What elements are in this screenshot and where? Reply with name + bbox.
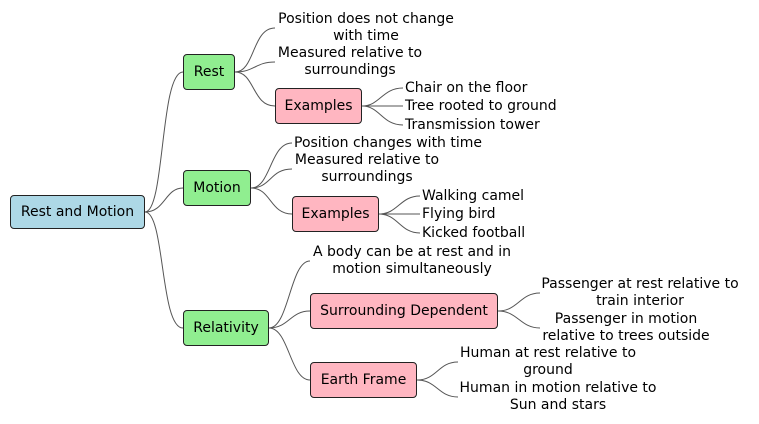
motion-examples-node: Examples (292, 196, 379, 232)
rest-example-item: Chair on the floor (405, 80, 528, 96)
earth-frame-item: Human at rest relative to ground (459, 345, 637, 378)
earth-frame-item: Human in motion relative to Sun and star… (459, 380, 657, 413)
rest-node: Rest (183, 54, 235, 90)
rest-leaf-relative: Measured relative to surroundings (277, 45, 423, 78)
motion-leaf-definition: Position changes with time (294, 135, 483, 151)
root-node: Rest and Motion (10, 195, 145, 229)
rest-leaf-definition: Position does not change with time (278, 11, 454, 44)
rest-example-item: Transmission tower (405, 117, 540, 133)
motion-example-item: Flying bird (422, 206, 496, 222)
surrounding-item: Passenger at rest relative to train inte… (541, 276, 739, 309)
earth-frame-node: Earth Frame (310, 362, 417, 398)
rest-example-item: Tree rooted to ground (405, 98, 557, 114)
motion-example-item: Kicked football (422, 225, 526, 241)
motion-leaf-relative: Measured relative to surroundings (294, 152, 440, 185)
relativity-node: Relativity (183, 310, 269, 346)
relativity-leaf-simultaneous: A body can be at rest and in motion simu… (312, 244, 512, 277)
motion-example-item: Walking camel (422, 188, 525, 204)
motion-node: Motion (183, 170, 251, 206)
rest-examples-node: Examples (275, 88, 362, 124)
surrounding-item: Passenger in motion relative to trees ou… (542, 311, 710, 344)
surrounding-dependent-node: Surrounding Dependent (310, 293, 498, 329)
